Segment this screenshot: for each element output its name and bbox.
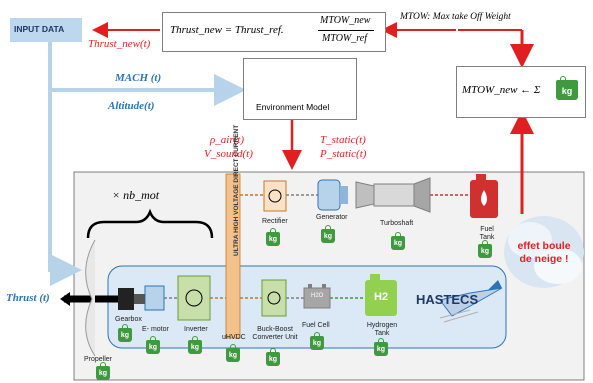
- hastecs-logo: HASTECS: [416, 292, 479, 307]
- input-data-label: INPUT DATA: [14, 24, 65, 34]
- kg-fuelcell-icon: kg: [310, 332, 324, 350]
- buckboost-box: [261, 279, 287, 317]
- thrust-formula-box: [162, 12, 386, 52]
- kg-turboshaft-icon: kg: [391, 232, 405, 250]
- rectifier-label: Rectifier: [262, 218, 288, 225]
- uhvdc-bar-label: ULTRA HIGH VOLTAGE DIRECT CURRENT: [233, 124, 240, 256]
- altitude-label: Altitude(t): [108, 100, 155, 112]
- fuelcell-label: Fuel Cell: [302, 322, 330, 329]
- brace: [86, 208, 214, 239]
- gearbox-shape: [118, 288, 134, 310]
- turboshaft-label: Turboshaft: [380, 220, 414, 227]
- nb-mot-label: × nb_mot: [112, 188, 160, 202]
- fuel-tank-label: Fuel Tank: [479, 226, 495, 241]
- thrust-formula-denominator: MTOW_ref: [322, 33, 367, 44]
- gearbox-label: Gearbox: [115, 316, 142, 323]
- environment-model-box: [243, 58, 357, 120]
- thrust-formula-numerator: MTOW_new: [320, 15, 371, 26]
- mtow-sum-label: MTOW_new ← Σ: [462, 84, 541, 96]
- generator-shape: [317, 179, 341, 211]
- h2-tank-label: Hydrogen Tank: [366, 322, 398, 337]
- snowball-label: effet boule de neige !: [517, 240, 571, 265]
- thrust-arrow: [48, 40, 82, 286]
- turboshaft-shape: [355, 181, 375, 209]
- kg-inverter-icon: kg: [188, 336, 202, 354]
- thrust-formula-lhs: Thrust_new = Thrust_ref.: [170, 24, 284, 36]
- fuelcell-shape: [303, 287, 331, 309]
- generator-label: Generator: [316, 214, 348, 221]
- uhvdc-bar: [225, 173, 241, 339]
- kg-propeller-icon: kg: [96, 362, 110, 380]
- buckboost-label: Buck-Boost Converter Unit: [252, 326, 298, 341]
- h2o-label: H2O: [311, 293, 324, 299]
- t-static-label: T_static(t): [320, 134, 366, 146]
- kg-emotor-icon: kg: [146, 336, 160, 354]
- p-static-label: P_static(t): [320, 148, 367, 160]
- kg-fueltank-icon: kg: [478, 240, 492, 258]
- kg-weight-icon: kg: [556, 76, 578, 100]
- h2-tank-shape: [365, 280, 397, 316]
- rectifier-box: [263, 180, 287, 212]
- kg-uhvdc-icon: kg: [226, 344, 240, 362]
- mtow-note: MTOW: Max take Off Weight: [400, 12, 511, 22]
- emotor-shape: [144, 285, 165, 311]
- kg-gearbox-icon: kg: [118, 324, 132, 342]
- mach-label: MACH (t): [115, 72, 162, 84]
- inverter-label: Inverter: [184, 326, 208, 333]
- uhvdc-label: uHVDC: [222, 334, 246, 341]
- kg-generator-icon: kg: [321, 225, 335, 243]
- kg-buckboost-icon: kg: [266, 348, 280, 366]
- v-sound-label: V_sound(t): [204, 148, 253, 160]
- plane-shape: [439, 287, 503, 317]
- kg-rectifier-icon: kg: [266, 228, 280, 246]
- propeller-label: Propeller: [84, 356, 113, 363]
- input-data-box: [10, 18, 82, 42]
- h2-label: H2: [374, 291, 389, 303]
- propeller-shape: [85, 239, 96, 357]
- environment-model-label: Environment Model: [256, 102, 330, 112]
- thrust-new-label: Thrust_new(t): [88, 38, 151, 50]
- emotor-label: E- motor: [142, 326, 169, 333]
- rho-air-label: ρ_air(t): [210, 134, 244, 146]
- inverter-box: [177, 275, 211, 321]
- thrust-label: Thrust (t): [6, 292, 50, 304]
- kg-h2tank-icon: kg: [374, 338, 388, 356]
